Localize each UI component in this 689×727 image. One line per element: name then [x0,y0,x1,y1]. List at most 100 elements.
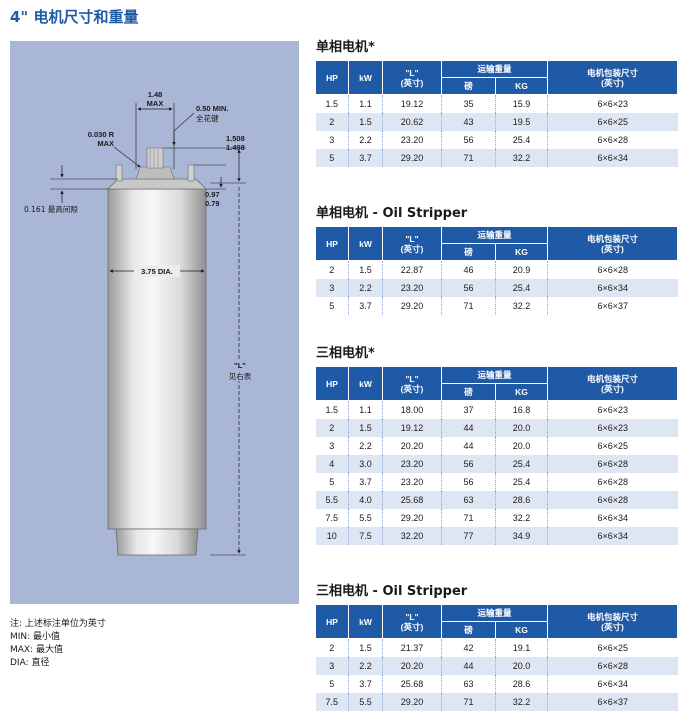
notes: 注: 上述标注单位为英寸 MIN: 最小值 MAX: 最大值 DIA: 直径 [10,618,106,670]
cell-kg: 19.5 [494,113,548,131]
cell-hp: 3 [315,437,349,455]
cell-hp: 5 [315,473,349,491]
cell-kw: 3.7 [348,149,383,167]
cell-kw: 2.2 [348,657,383,675]
cell-package: 6×6×34 [547,149,678,167]
dim-148-max: MAX [147,99,164,108]
section-three-phase-oil-stripper: 三相电机 - Oil Stripper HP kW "L" (英寸) 运输重量 … [315,584,679,711]
col-length: "L" (英寸) [382,366,442,401]
cell-hp: 5 [315,297,349,315]
cell-kg: 32.2 [494,509,548,527]
col-package: 电机包装尺寸 (英寸) [547,60,679,95]
cell-package: 6×6×34 [547,279,678,297]
cell-lb: 56 [441,131,496,149]
col-package-unit: (英寸) [601,77,624,88]
shaft [146,147,164,169]
cell-package: 6×6×34 [547,675,678,693]
col-lb: 磅 [441,621,496,639]
col-hp: HP [315,226,349,261]
col-length: "L" (英寸) [382,604,442,639]
cell-kg: 15.9 [494,94,548,113]
note-line: 注: 上述标注单位为英寸 [10,619,106,629]
cell-length: 23.20 [382,455,442,473]
cell-hp: 7.5 [315,509,349,527]
cell-package: 6×6×34 [547,509,678,527]
col-kg: KG [494,77,549,95]
cell-kw: 2.2 [348,279,383,297]
dim-148: 1.48 [148,90,163,99]
cell-kg: 20.0 [494,419,548,437]
cell-hp: 5 [315,149,349,167]
dim-spline: 全花键 [196,113,219,123]
col-lb: 磅 [441,243,496,261]
cell-kw: 1.5 [348,638,383,657]
col-weight: 运输重量 [440,604,549,622]
col-weight: 运输重量 [440,366,549,384]
cell-length: 25.68 [382,491,442,509]
col-length: "L" (英寸) [382,60,442,95]
cell-lb: 56 [441,455,496,473]
cell-package: 6×6×28 [547,455,678,473]
col-length-label: "L" [405,67,419,78]
cell-hp: 5 [315,675,349,693]
cell-lb: 35 [441,94,496,113]
cell-package: 6×6×34 [547,527,678,545]
cell-lb: 42 [441,638,496,657]
cell-kg: 28.6 [494,491,548,509]
cell-kg: 16.8 [494,400,548,419]
cell-lb: 71 [441,149,496,167]
cell-lb: 71 [441,693,496,711]
cell-lb: 37 [441,400,496,419]
col-length-label: "L" [405,233,419,244]
dim-l-ref: 见右表 [229,371,252,381]
note-line: DIA: 直径 [10,658,50,668]
cell-hp: 5.5 [315,491,349,509]
cell-package: 6×6×28 [547,131,678,149]
col-package: 电机包装尺寸 (英寸) [547,226,679,261]
right-stud [187,164,195,182]
col-lb: 磅 [441,77,496,95]
cell-kw: 5.5 [348,693,383,711]
left-stud [115,164,123,182]
cell-hp: 1.5 [315,94,349,113]
col-hp: HP [315,366,349,401]
cell-hp: 3 [315,657,349,675]
col-length: "L" (英寸) [382,226,442,261]
section-three-phase: 三相电机* HP kW "L" (英寸) 运输重量 电机包装尺寸 (英寸) 磅 [315,346,679,545]
cell-package: 6×6×37 [547,297,678,315]
motor-body [107,188,207,530]
cell-package: 6×6×23 [547,400,678,419]
col-kg: KG [494,243,549,261]
section-single-phase: 单相电机* HP kW "L" (英寸) 运输重量 电机包装尺寸 (英寸) 磅 [315,40,679,167]
col-hp: HP [315,60,349,95]
cell-length: 23.20 [382,279,442,297]
cell-package: 6×6×25 [547,113,678,131]
col-kw: kW [348,226,383,261]
col-weight: 运输重量 [440,60,549,78]
col-lb: 磅 [441,383,496,401]
spec-table: HP kW "L" (英寸) 运输重量 电机包装尺寸 (英寸) 磅 KG 1.5… [315,60,679,167]
cell-lb: 71 [441,509,496,527]
cell-package: 6×6×23 [547,94,678,113]
section-single-phase-oil-stripper: 单相电机 - Oil Stripper HP kW "L" (英寸) 运输重量 … [315,206,679,315]
page-title: 4" 电机尺寸和重量 [10,8,139,26]
col-length-label: "L" [405,611,419,622]
cell-kg: 32.2 [494,297,548,315]
cell-kw: 3.7 [348,473,383,491]
col-kw: kW [348,60,383,95]
cell-package: 6×6×37 [547,693,678,711]
cell-kw: 1.5 [348,113,383,131]
cell-lb: 63 [441,491,496,509]
cell-kw: 7.5 [348,527,383,545]
cell-kg: 25.4 [494,473,548,491]
cell-package: 6×6×25 [547,437,678,455]
cell-lb: 63 [441,675,496,693]
cell-length: 25.68 [382,675,442,693]
cell-length: 29.20 [382,297,442,315]
